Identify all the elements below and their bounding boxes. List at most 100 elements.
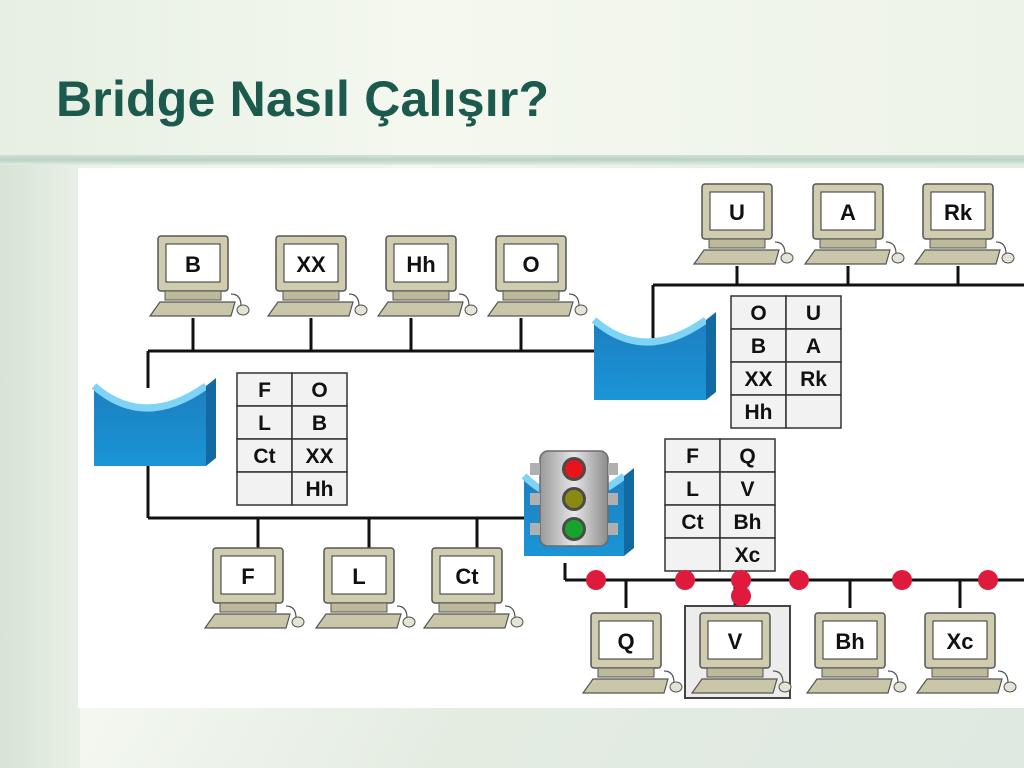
bridge-rim xyxy=(591,317,709,346)
pc-base xyxy=(330,602,388,613)
table-cell xyxy=(291,405,348,440)
pc-label: V xyxy=(728,629,743,654)
pc-label: U xyxy=(729,200,745,225)
signal-dots xyxy=(586,570,998,606)
bridge-side xyxy=(706,312,716,400)
pc-label: A xyxy=(840,200,856,225)
pc-label: L xyxy=(352,564,365,589)
table-cell xyxy=(236,405,293,440)
mouse xyxy=(893,681,907,693)
pc-base xyxy=(706,667,764,678)
bridge-side xyxy=(624,468,634,556)
mouse xyxy=(236,304,250,316)
keyboard xyxy=(915,678,1003,694)
keyboard xyxy=(805,678,893,694)
table-cell xyxy=(785,295,842,330)
background-decoration xyxy=(0,165,80,768)
mouse-cord xyxy=(774,241,786,255)
keyboard xyxy=(376,301,464,317)
red-light xyxy=(565,460,583,478)
light-visor xyxy=(530,463,540,475)
pc-U: U xyxy=(692,183,794,265)
mouse xyxy=(291,616,305,628)
table-cell-text: Ct xyxy=(253,445,275,468)
mouse-cord xyxy=(230,293,242,307)
mouse-cord xyxy=(285,605,297,619)
keyboard xyxy=(913,249,1001,265)
pc-label: Rk xyxy=(944,200,973,225)
screen xyxy=(439,555,495,595)
mouse-cord xyxy=(348,293,360,307)
pc-base xyxy=(164,290,222,301)
table-cell-text: O xyxy=(750,302,766,325)
table-cell xyxy=(785,328,842,363)
mouse xyxy=(574,304,588,316)
pc-Hh: Hh xyxy=(376,235,478,317)
table-cell-text: Ct xyxy=(681,511,703,534)
signal-dot xyxy=(892,570,912,590)
table-cell xyxy=(719,537,776,572)
pc-label: O xyxy=(522,252,539,277)
pc-base xyxy=(708,238,766,249)
yellow-light xyxy=(565,490,583,508)
pc-base xyxy=(502,290,560,301)
pc-O: O xyxy=(486,235,588,317)
table-cell-text: O xyxy=(311,379,327,402)
bridge-top xyxy=(591,312,716,400)
bridge-rim xyxy=(91,383,209,412)
mouse-cord xyxy=(458,293,470,307)
table-cell-text: A xyxy=(806,335,821,358)
mouse-cord xyxy=(772,670,784,684)
screen xyxy=(709,191,765,231)
screen xyxy=(331,555,387,595)
table-cell xyxy=(291,471,348,506)
mouse-cord xyxy=(663,670,675,684)
mouse-cord xyxy=(887,670,899,684)
table-cell xyxy=(236,372,293,407)
screen xyxy=(820,191,876,231)
table-cell-text: Hh xyxy=(745,401,773,424)
pc-F: F xyxy=(203,547,305,629)
table-cell-text: B xyxy=(751,335,766,358)
table-cell-text: Xc xyxy=(735,544,761,567)
bridge-side xyxy=(206,378,216,466)
pc-label: F xyxy=(241,564,254,589)
table-cell xyxy=(785,394,842,429)
mouse xyxy=(669,681,683,693)
pc-base xyxy=(597,667,655,678)
mouse xyxy=(780,252,794,264)
table-cell xyxy=(236,438,293,473)
table-cell xyxy=(719,504,776,539)
slide-title: Bridge Nasıl Çalışır? xyxy=(56,71,550,127)
mouse xyxy=(1001,252,1015,264)
light-visor xyxy=(530,493,540,505)
keyboard xyxy=(581,678,669,694)
table-cell-text: F xyxy=(258,379,271,402)
pc-Ct: Ct xyxy=(422,547,524,629)
pc-Xc: Xc xyxy=(915,612,1017,694)
table-cell-text: U xyxy=(806,302,821,325)
screen xyxy=(598,620,654,660)
signal-dot xyxy=(731,570,751,590)
keyboard xyxy=(203,613,291,629)
table-cell xyxy=(664,537,721,572)
screen xyxy=(393,243,449,283)
mouse-cord xyxy=(995,241,1007,255)
green-light xyxy=(565,520,583,538)
mouse xyxy=(510,616,524,628)
table-cell-text: Q xyxy=(739,445,755,468)
keyboard xyxy=(314,613,402,629)
signal-dot xyxy=(675,570,695,590)
traffic-light xyxy=(530,450,618,547)
screen xyxy=(165,243,221,283)
screen xyxy=(707,620,763,660)
pc-label: Bh xyxy=(835,629,864,654)
table-cell-text: L xyxy=(258,412,271,435)
header-band xyxy=(0,0,1024,158)
mouse-cord xyxy=(997,670,1009,684)
screen xyxy=(822,620,878,660)
